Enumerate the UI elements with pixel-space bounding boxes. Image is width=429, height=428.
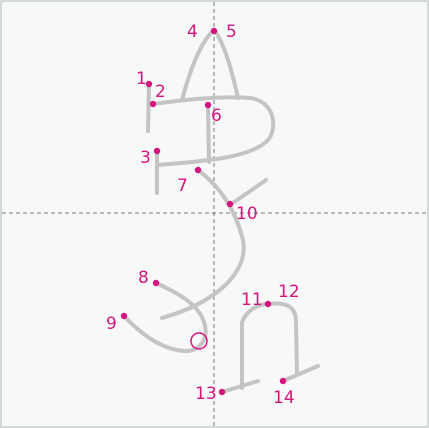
order-label-11: 11 (241, 290, 263, 310)
stroke-turn-marker (190, 332, 208, 350)
stroke-1 (146, 82, 151, 133)
order-label-13: 13 (195, 384, 217, 404)
order-label-4: 4 (187, 22, 198, 42)
order-label-1: 1 (136, 69, 147, 89)
start-dot-6 (204, 101, 212, 109)
stroke-14 (281, 364, 320, 383)
order-label-8: 8 (138, 268, 149, 288)
stroke-11 (240, 302, 270, 390)
start-dot-3 (153, 147, 161, 155)
order-label-2: 2 (155, 82, 166, 102)
stroke-6 (206, 103, 211, 164)
order-label-14: 14 (273, 388, 295, 408)
start-dot-13 (218, 388, 226, 396)
start-dot-7 (194, 166, 202, 174)
start-dot-4-5 (210, 27, 218, 35)
order-label-12: 12 (278, 282, 300, 302)
stroke-5 (213, 29, 240, 100)
stroke-13 (220, 379, 260, 394)
stroke-8 (122, 281, 208, 354)
start-dot-1 (145, 80, 153, 88)
order-label-6: 6 (211, 106, 222, 126)
order-label-3: 3 (140, 148, 151, 168)
order-label-9: 9 (106, 314, 117, 334)
stroke-10 (228, 178, 268, 207)
stroke-4 (180, 29, 215, 102)
stroke-2 (151, 95, 276, 167)
start-dot-2 (149, 100, 157, 108)
start-dot-11-12 (264, 300, 272, 308)
start-dot-14 (279, 377, 287, 385)
stroke-7 (160, 168, 246, 320)
stroke-12 (266, 301, 299, 377)
order-label-10: 10 (236, 204, 258, 224)
start-dot-8 (152, 279, 160, 287)
start-dot-9 (120, 312, 128, 320)
start-dot-10 (226, 200, 234, 208)
order-label-5: 5 (226, 22, 237, 42)
order-label-7: 7 (177, 176, 188, 196)
